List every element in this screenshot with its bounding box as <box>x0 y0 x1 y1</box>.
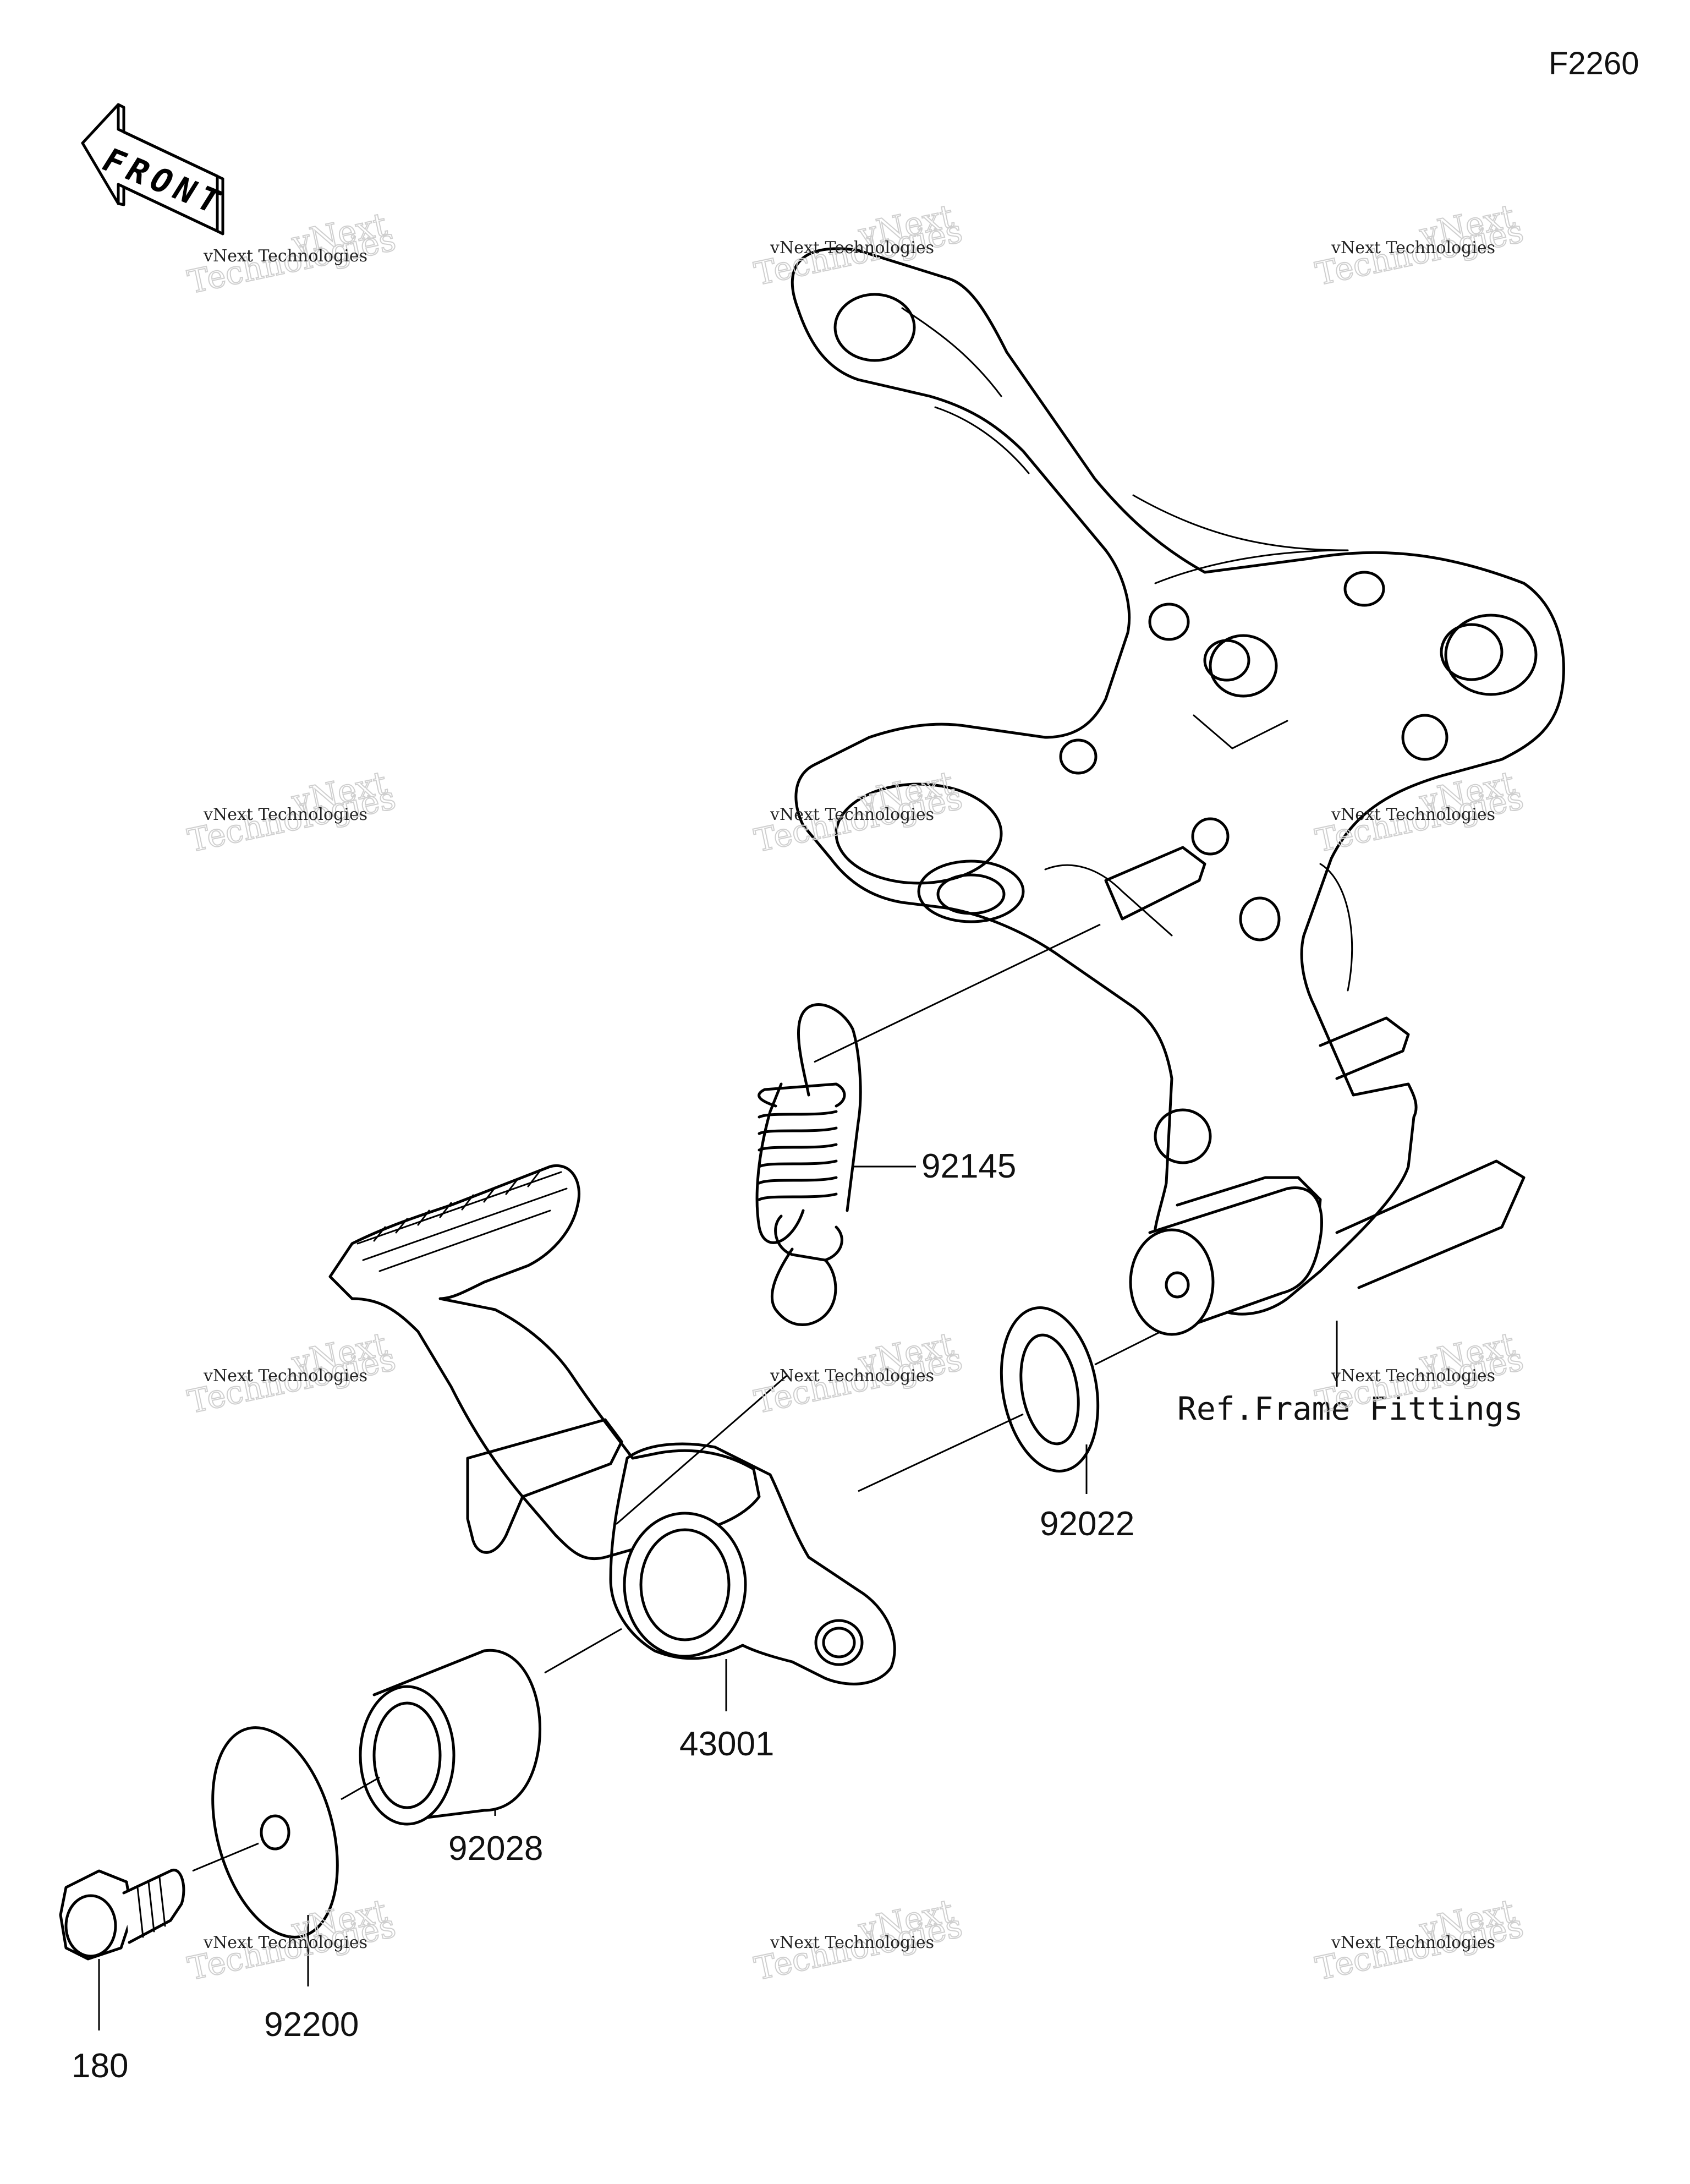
watermark-top-right: Technologies vNext vNext Technologies <box>1312 196 1527 293</box>
diagram-code: F2260 <box>1549 46 1639 81</box>
part-number-180: 180 <box>72 2047 128 2085</box>
part-number-43001: 43001 <box>679 1725 774 1763</box>
watermark-mid-center: Technologies vNext vNext Technologies <box>750 763 966 860</box>
svg-text:vNext Technologies: vNext Technologies <box>203 805 367 824</box>
watermark-bottom-center: Technologies vNext vNext Technologies <box>750 1891 966 1988</box>
bolt-illustration <box>59 1868 185 1961</box>
watermark-top-center: Technologies vNext vNext Technologies <box>750 196 966 293</box>
svg-text:vNext Technologies: vNext Technologies <box>1331 238 1495 258</box>
svg-text:vNext Technologies: vNext Technologies <box>770 805 934 824</box>
washer-92022-illustration <box>1000 1306 1100 1473</box>
part-number-92200: 92200 <box>264 2006 359 2044</box>
leader-lines <box>98 923 1338 2030</box>
bushing-illustration <box>359 1649 541 1826</box>
watermark-lower-center: Technologies vNext vNext Technologies <box>750 1324 966 1421</box>
watermark-mid-left: Technologies vNext vNext Technologies <box>184 763 399 860</box>
watermark-bottom-right: Technologies vNext vNext Technologies <box>1312 1891 1527 1988</box>
svg-text:vNext Technologies: vNext Technologies <box>1331 805 1495 824</box>
svg-text:vNext Technologies: vNext Technologies <box>1331 1366 1495 1386</box>
reference-note: Ref.Frame Fittings <box>1177 1390 1523 1427</box>
washer-92200-illustration <box>211 1726 339 1939</box>
part-number-92022: 92022 <box>1040 1505 1134 1543</box>
svg-text:vNext Technologies: vNext Technologies <box>770 238 934 258</box>
svg-text:vNext Technologies: vNext Technologies <box>770 1366 934 1386</box>
watermark-mid-right: Technologies vNext vNext Technologies <box>1312 763 1527 860</box>
frame-bracket-illustration <box>791 247 1565 1336</box>
brake-pedal-illustration <box>328 1164 896 1685</box>
watermark-lower-left: Technologies vNext vNext Technologies <box>184 1324 399 1421</box>
svg-text:vNext Technologies: vNext Technologies <box>203 247 367 266</box>
svg-text:vNext Technologies: vNext Technologies <box>203 1933 367 1952</box>
part-number-92145: 92145 <box>921 1147 1016 1185</box>
part-number-92028: 92028 <box>448 1830 543 1868</box>
spring-illustration <box>755 1003 862 1326</box>
front-arrow-icon: FRONT <box>81 103 233 236</box>
svg-text:vNext Technologies: vNext Technologies <box>1331 1933 1495 1952</box>
svg-text:vNext Technologies: vNext Technologies <box>203 1366 367 1386</box>
svg-text:vNext Technologies: vNext Technologies <box>770 1933 934 1952</box>
